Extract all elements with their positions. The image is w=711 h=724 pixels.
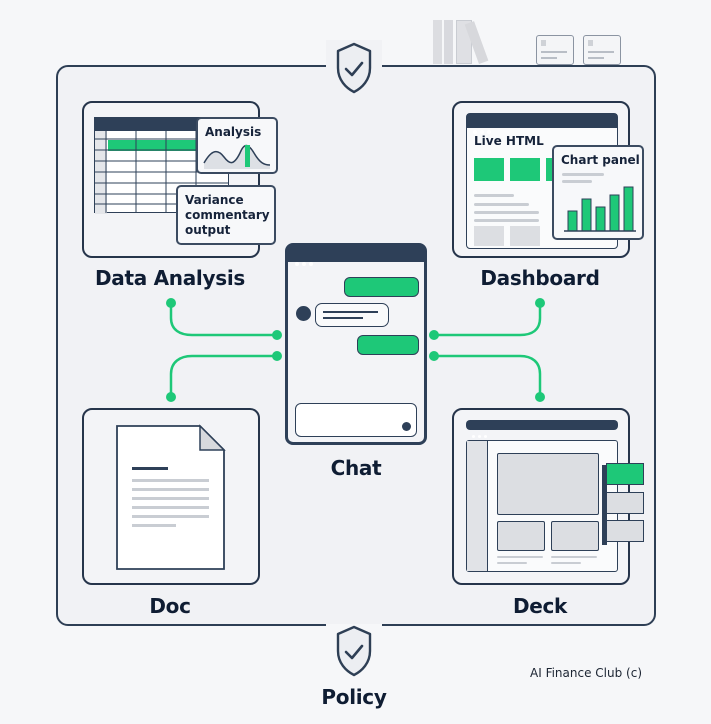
bar-chart-icon [564,186,636,232]
connector-dot [166,392,176,402]
connector-dashboard [434,304,542,337]
data-analysis-card[interactable]: Analysis Variance commentary output [82,101,278,258]
slide-thumbnail[interactable] [606,520,644,542]
deck-card[interactable] [452,408,644,585]
distribution-chart-icon [203,144,271,169]
chat-avatar [296,306,311,321]
connector-dot [429,351,439,361]
chat-input[interactable] [295,403,417,437]
analysis-title: Analysis [205,125,262,139]
commentary-text: Variance commentary output [185,193,270,237]
policy-label: Policy [321,685,387,709]
connector-dot [535,392,545,402]
chat-bubble-incoming [315,303,389,327]
send-icon[interactable] [402,422,411,431]
connector-dot [272,330,282,340]
connector-doc [169,354,277,397]
dashboard-label: Dashboard [480,266,600,290]
live-html-title: Live HTML [474,134,544,148]
chat-window[interactable] [285,243,427,445]
chart-panel: Chart panel [552,145,644,240]
books-icon [433,18,513,66]
data-analysis-label: Data Analysis [95,266,245,290]
deck-label: Deck [512,594,568,618]
document-card-icon [536,35,574,65]
chat-label: Chat [330,456,382,480]
document-card-icon [583,35,621,65]
connector-dot [272,351,282,361]
doc-label: Doc [149,594,191,618]
chat-bubble-outgoing [357,335,419,355]
shield-check-icon [326,40,382,96]
document-icon [116,424,226,570]
slide-thumbnail-strip [602,465,607,545]
deck-toolbar [466,420,618,438]
commentary-panel: Variance commentary output [176,185,276,245]
dashboard-card[interactable]: Live HTML Chart panel [452,101,644,258]
connector-dot [429,330,439,340]
analysis-panel: Analysis [196,117,278,174]
slide-thumbnail[interactable] [606,492,644,514]
slide-sidebar [467,441,488,571]
chart-panel-title: Chart panel [561,153,640,167]
chat-bubble-outgoing [344,277,419,297]
deck-canvas [466,440,618,572]
connector-dot [166,298,176,308]
slide-thumbnail-active[interactable] [606,463,644,485]
connector-deck [434,354,542,397]
doc-card[interactable] [82,408,260,585]
connector-data-analysis [169,304,277,337]
credit-text: AI Finance Club (c) [530,666,642,680]
shield-check-icon [326,624,382,680]
connector-dot [535,298,545,308]
